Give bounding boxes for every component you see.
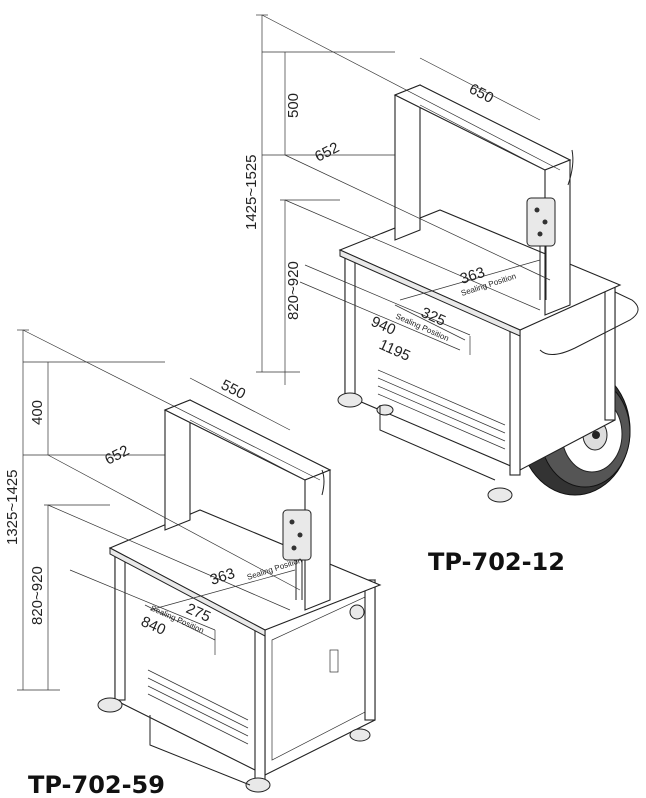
caster <box>487 487 513 503</box>
dim-overall-height: 1325~1425 <box>4 470 21 546</box>
caster <box>349 728 371 742</box>
control-panel <box>282 509 312 561</box>
machine-tp-702-12: 1425~1525 500 820~920 650 652 363 Sealin… <box>243 14 639 576</box>
control-panel <box>526 197 556 247</box>
dim-overall-height: 1425~1525 <box>243 155 260 231</box>
arch-frame <box>163 399 332 611</box>
dimension-lines <box>17 329 321 691</box>
dim-arch-height: 500 <box>285 93 302 118</box>
dim-sealing-from-front: 363 <box>208 565 237 589</box>
machine-tp-702-59: 1325~1425 400 820~920 550 652 363 Sealin… <box>4 329 382 798</box>
door-handle <box>329 649 339 673</box>
model-label: TP-702-59 <box>28 771 165 798</box>
dim-depth: 652 <box>312 139 342 166</box>
dim-table-height: 820~920 <box>29 566 46 625</box>
dimension-lines <box>256 14 561 385</box>
dim-arch-width: 550 <box>218 376 248 403</box>
dim-sealing-from-front: 363 <box>458 264 487 288</box>
caster <box>97 697 123 713</box>
caster <box>337 392 363 408</box>
reel-hub <box>349 604 365 620</box>
dim-arch-height: 400 <box>29 400 46 425</box>
caster <box>245 777 271 793</box>
model-label: TP-702-12 <box>428 548 565 576</box>
arch-frame <box>393 84 572 316</box>
dim-table-height: 820~920 <box>285 261 302 320</box>
dim-depth: 652 <box>102 442 132 469</box>
